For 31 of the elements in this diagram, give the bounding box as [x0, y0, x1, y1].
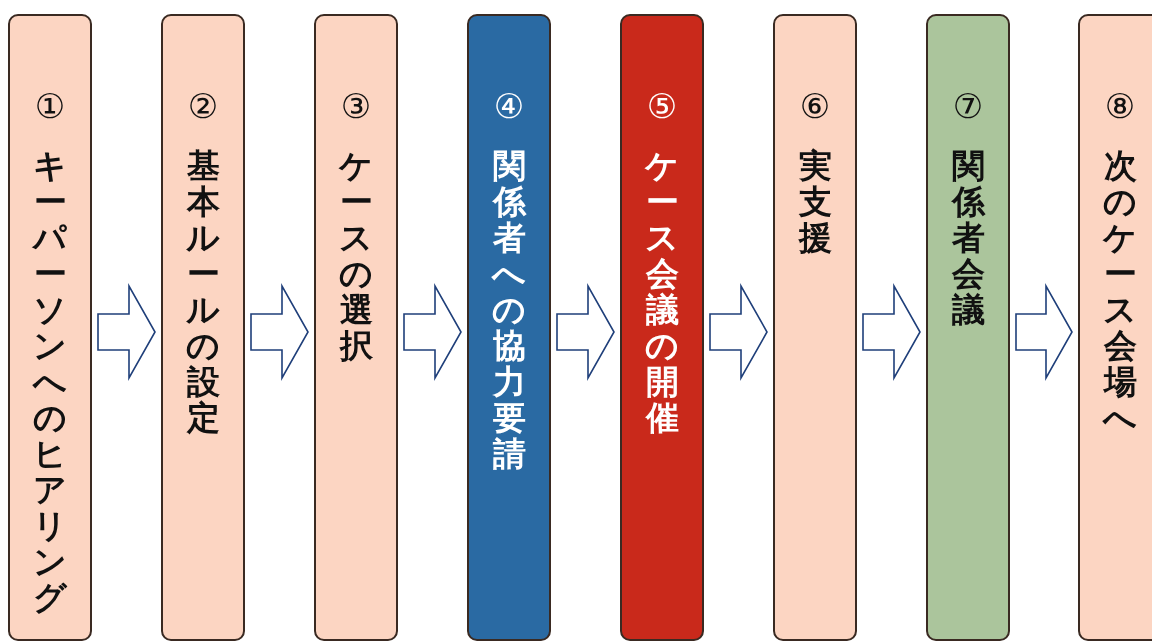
block-arrow	[556, 282, 615, 382]
step-number: ⑥	[798, 86, 832, 126]
block-arrow	[403, 282, 462, 382]
block-arrow	[250, 282, 309, 382]
step-box	[1078, 14, 1152, 641]
step-box	[161, 14, 245, 641]
step-number: ⑤	[645, 86, 679, 126]
step-box	[8, 14, 92, 641]
step-label: ケース会議の開催	[644, 148, 680, 436]
step-box	[467, 14, 551, 641]
step-box	[773, 14, 857, 641]
step-label: キーパーソンへのヒアリング	[32, 148, 68, 616]
step-box	[314, 14, 398, 641]
block-arrow	[709, 282, 768, 382]
step-label: 関係者への協力要請	[491, 148, 527, 472]
step-box	[620, 14, 704, 641]
step-number: ④	[492, 86, 526, 126]
step-box	[926, 14, 1010, 641]
step-label: 関係者会議	[950, 148, 986, 328]
step-number: ①	[33, 86, 67, 126]
block-arrow	[97, 282, 156, 382]
block-arrow	[1015, 282, 1073, 382]
step-label: 次のケース会場へ	[1102, 148, 1138, 436]
step-number: ②	[186, 86, 220, 126]
step-number: ③	[339, 86, 373, 126]
step-label: 実支援	[797, 148, 833, 256]
step-label: 基本ルールの設定	[185, 148, 221, 436]
block-arrow	[862, 282, 921, 382]
step-number: ⑧	[1103, 86, 1137, 126]
step-label: ケースの選択	[338, 148, 374, 364]
step-number: ⑦	[951, 86, 985, 126]
